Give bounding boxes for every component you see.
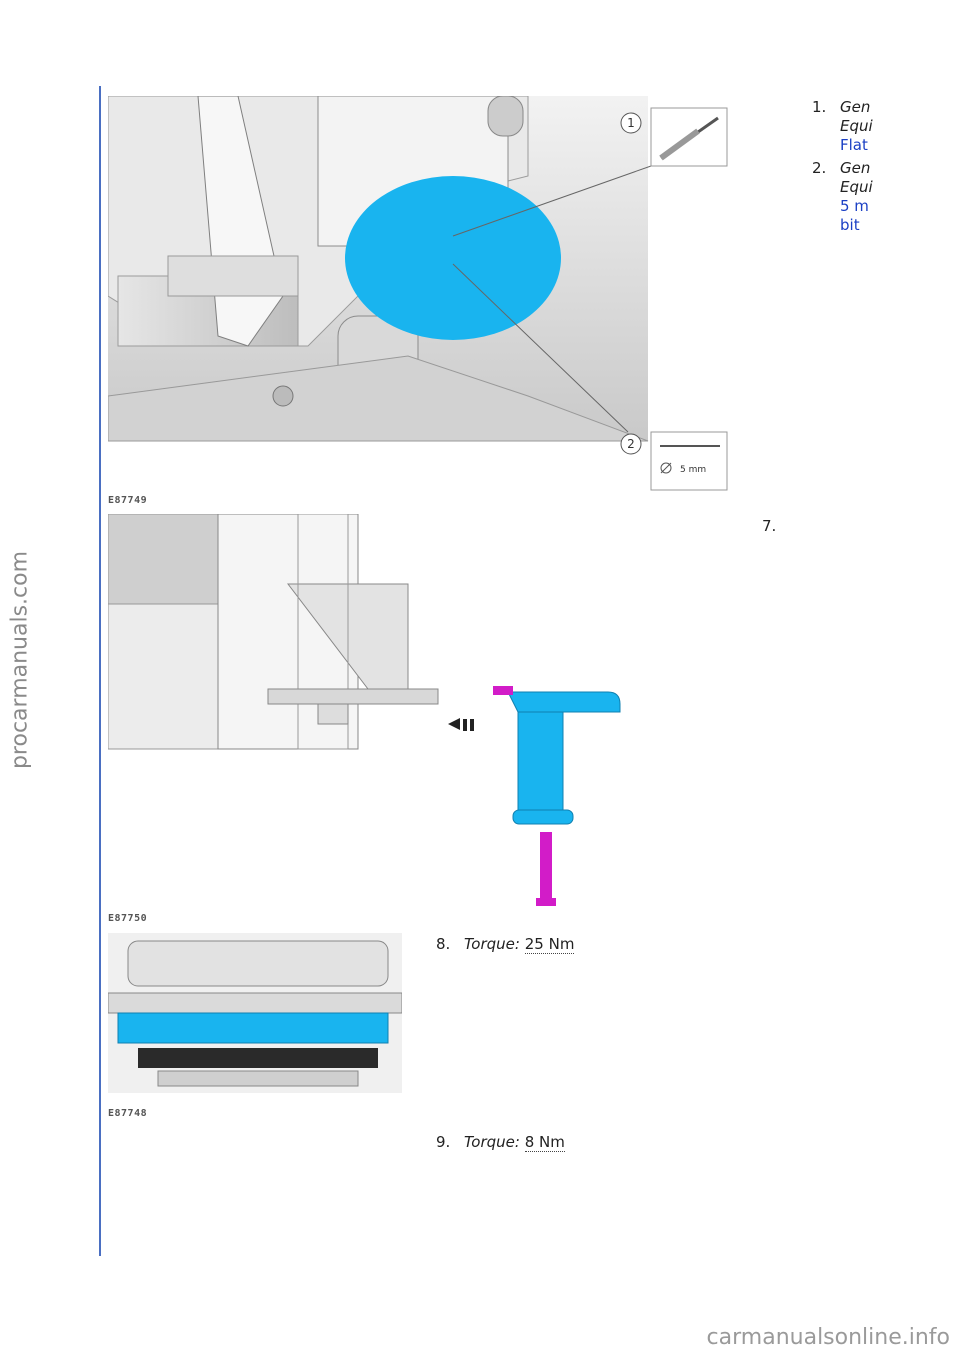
fastener-lower (540, 832, 552, 902)
step-9: 9.Torque: 8 Nm (436, 1133, 565, 1152)
callout-1 (620, 112, 642, 134)
figure-code: E87749 (108, 495, 148, 506)
figure-e87750 (108, 514, 628, 914)
figure-code: E87748 (108, 1108, 148, 1119)
figure-e87749: 1 2 5 mm (108, 96, 733, 492)
step-7: 7. (762, 517, 777, 535)
equipment-list: 1. Gen Equi Flat 2. Gen Equi 5 m bit (812, 98, 874, 239)
figure-e87749-illustration: 1 2 5 mm (108, 96, 728, 491)
figure-code: E87750 (108, 913, 148, 924)
equipment-item: 1. Gen Equi Flat (812, 98, 873, 154)
step-8: 8.Torque: 25 Nm (436, 935, 575, 954)
fastener-upper (493, 686, 513, 695)
equipment-link[interactable]: bit (840, 216, 860, 234)
equipment-link[interactable]: 5 m (840, 197, 869, 215)
left-rule (99, 86, 101, 1256)
torque-value-link[interactable]: 25 Nm (524, 935, 575, 954)
callout-2 (620, 433, 642, 455)
figure-e87748 (108, 933, 402, 1093)
drill-size-label: 5 mm (680, 465, 706, 475)
equipment-item: 2. Gen Equi 5 m bit (812, 159, 873, 234)
highlight-bar (117, 1012, 389, 1044)
highlight-area (345, 176, 561, 340)
bottom-watermark: carmanualsonline.info (706, 1325, 950, 1350)
equipment-link[interactable]: Flat (840, 136, 868, 154)
figure-e87748-illustration (108, 933, 402, 1093)
callout-2-label: 2 (627, 437, 635, 451)
callout-1-label: 1 (627, 116, 635, 130)
figure-e87750-illustration (108, 514, 621, 906)
torque-value-link[interactable]: 8 Nm (524, 1133, 565, 1152)
direction-arrow-icon (448, 718, 460, 730)
tool-box-drill (650, 431, 728, 491)
